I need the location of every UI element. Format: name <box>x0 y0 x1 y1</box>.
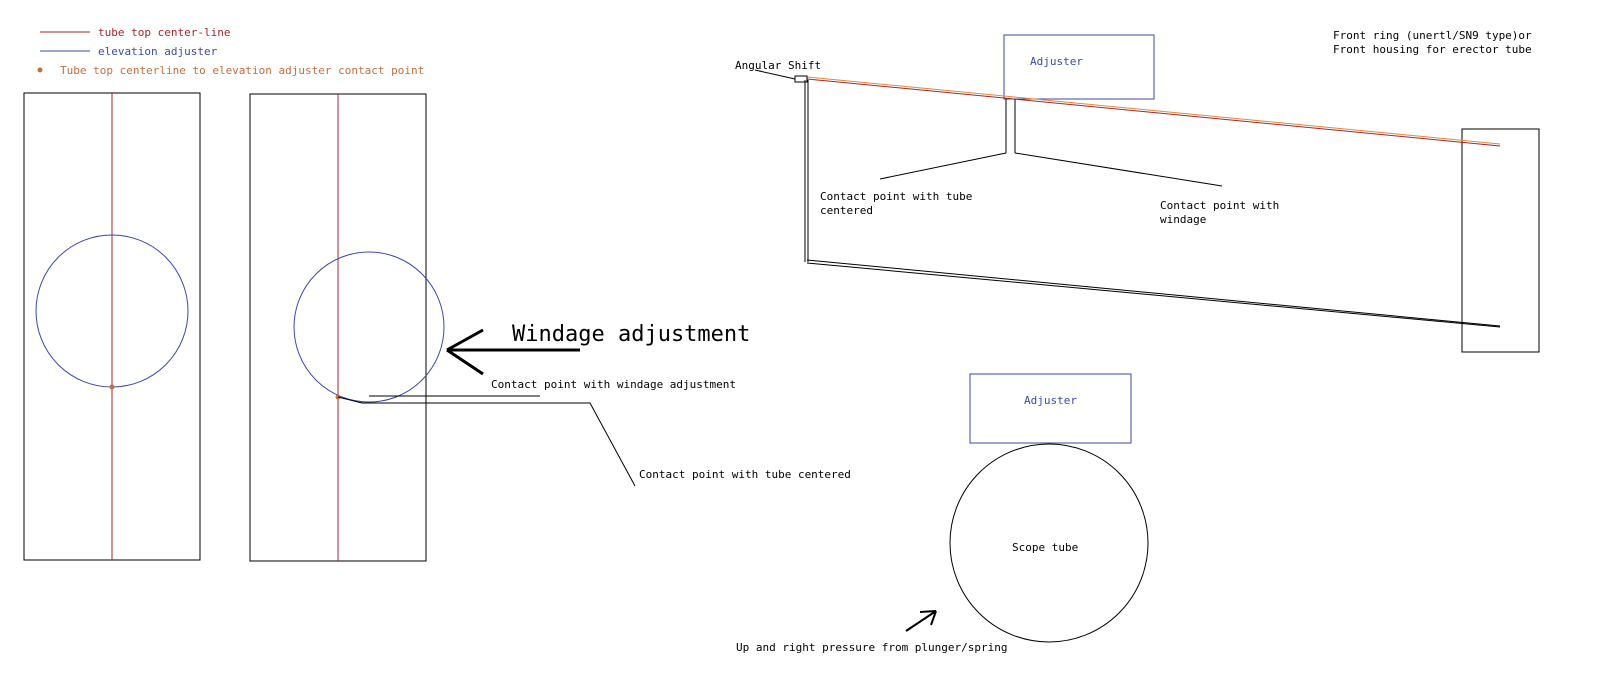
tube-bottom-line-1 <box>806 259 1501 327</box>
elevation-adjuster-circle <box>293 251 445 403</box>
windage-adjustment-label: Windage adjustment <box>512 322 750 347</box>
windage-arrow <box>446 328 580 376</box>
legend-label-contact-point: Tube top centerline to elevation adjuste… <box>60 64 424 77</box>
cross-section: Adjuster Scope tube Up and right pressur… <box>736 373 1149 654</box>
scope-tube-label: Scope tube <box>1012 541 1078 554</box>
contact-point-dot <box>109 384 115 390</box>
leader-contact-centered <box>879 152 1007 180</box>
contact-windage-label-line1: Contact point with <box>1160 199 1279 212</box>
pressure-arrow-icon <box>905 610 937 632</box>
contact-windage-label: Contact point with windage adjustment <box>491 378 736 391</box>
leader-contact-windage <box>1014 152 1223 187</box>
contact-centered-label-line2: centered <box>820 204 873 217</box>
legend-swatch-contact-point <box>37 67 43 73</box>
contact-centered-label: Contact point with tube centered <box>639 468 851 481</box>
adjuster-box <box>969 373 1132 444</box>
scope-tube-circle <box>949 443 1149 643</box>
tube-front-view-centered <box>23 92 201 561</box>
adjuster-box <box>1003 34 1155 100</box>
tube-top-line-centered <box>806 78 1501 147</box>
pressure-label: Up and right pressure from plunger/sprin… <box>736 641 1008 654</box>
tube-bottom-line-2 <box>806 262 1501 328</box>
legend-label-tube-centerline: tube top center-line <box>98 26 230 39</box>
front-ring-box <box>1461 128 1540 353</box>
adjuster-label: Adjuster <box>1030 55 1083 68</box>
front-ring-label-line1: Front ring (unertl/SN9 type)or <box>1333 29 1532 42</box>
front-ring-label-line2: Front housing for erector tube <box>1333 43 1532 56</box>
tube-top-line-windage <box>806 76 1501 145</box>
side-view: Adjuster Front ring (unertl/SN9 type)or … <box>735 29 1540 353</box>
leader-line-centered <box>337 396 636 487</box>
angular-shift-label: Angular Shift <box>735 59 821 72</box>
angular-shift-leader <box>754 69 796 80</box>
contact-centered-label-line1: Contact point with tube <box>820 190 972 203</box>
adjuster-label: Adjuster <box>1024 394 1077 407</box>
tube-front-view-windage: Windage adjustment Contact point with wi… <box>249 93 851 562</box>
contact-windage-label-line2: windage <box>1160 213 1206 226</box>
legend-label-elevation-adjuster: elevation adjuster <box>98 45 218 58</box>
legend: tube top center-line elevation adjuster … <box>37 26 424 77</box>
